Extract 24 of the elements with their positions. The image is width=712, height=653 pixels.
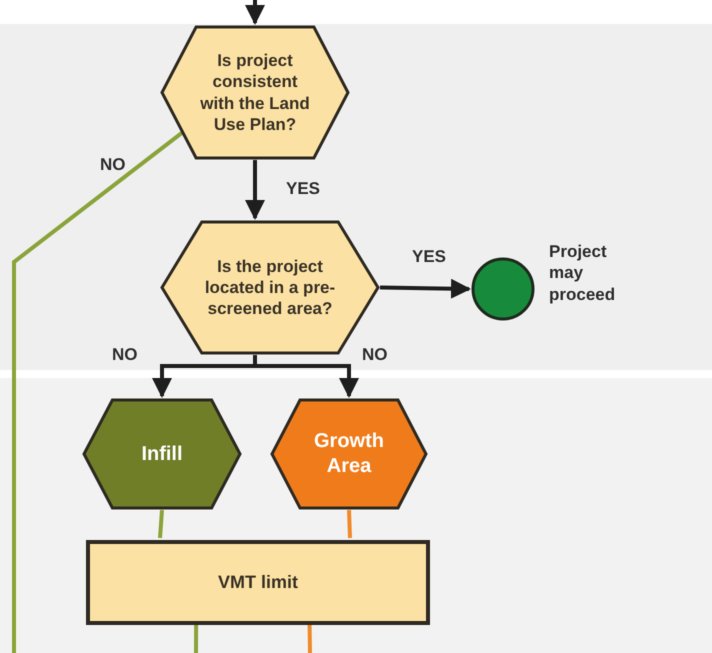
node-text: Is the project located in a pre-screened area? [204,256,336,320]
edge-label: YES [411,248,448,265]
edge-label: NO [361,346,388,363]
connector-line [12,131,183,653]
arrow [245,0,265,25]
node-caption: Project may proceed [549,241,616,305]
node-text: Growth Area [313,429,385,479]
edge-label: NO [99,156,126,173]
arrow [245,160,265,220]
node-text: VMT limit [218,571,298,594]
process-box [86,540,430,625]
node-text: Infill [140,442,184,466]
decision-hexagon [160,25,350,160]
connector-line [158,510,164,538]
connector-line [308,624,312,653]
edge-label: YES [285,180,322,197]
connector-line [194,625,198,653]
decision-hexagon [82,398,242,510]
end-circle [471,257,535,321]
connector-line [347,510,352,538]
arrow [380,278,471,299]
edge-label: NO [111,346,138,363]
node-text: Is project consistent with the Land Use Plan? [199,50,311,135]
decision-hexagon [270,398,428,510]
